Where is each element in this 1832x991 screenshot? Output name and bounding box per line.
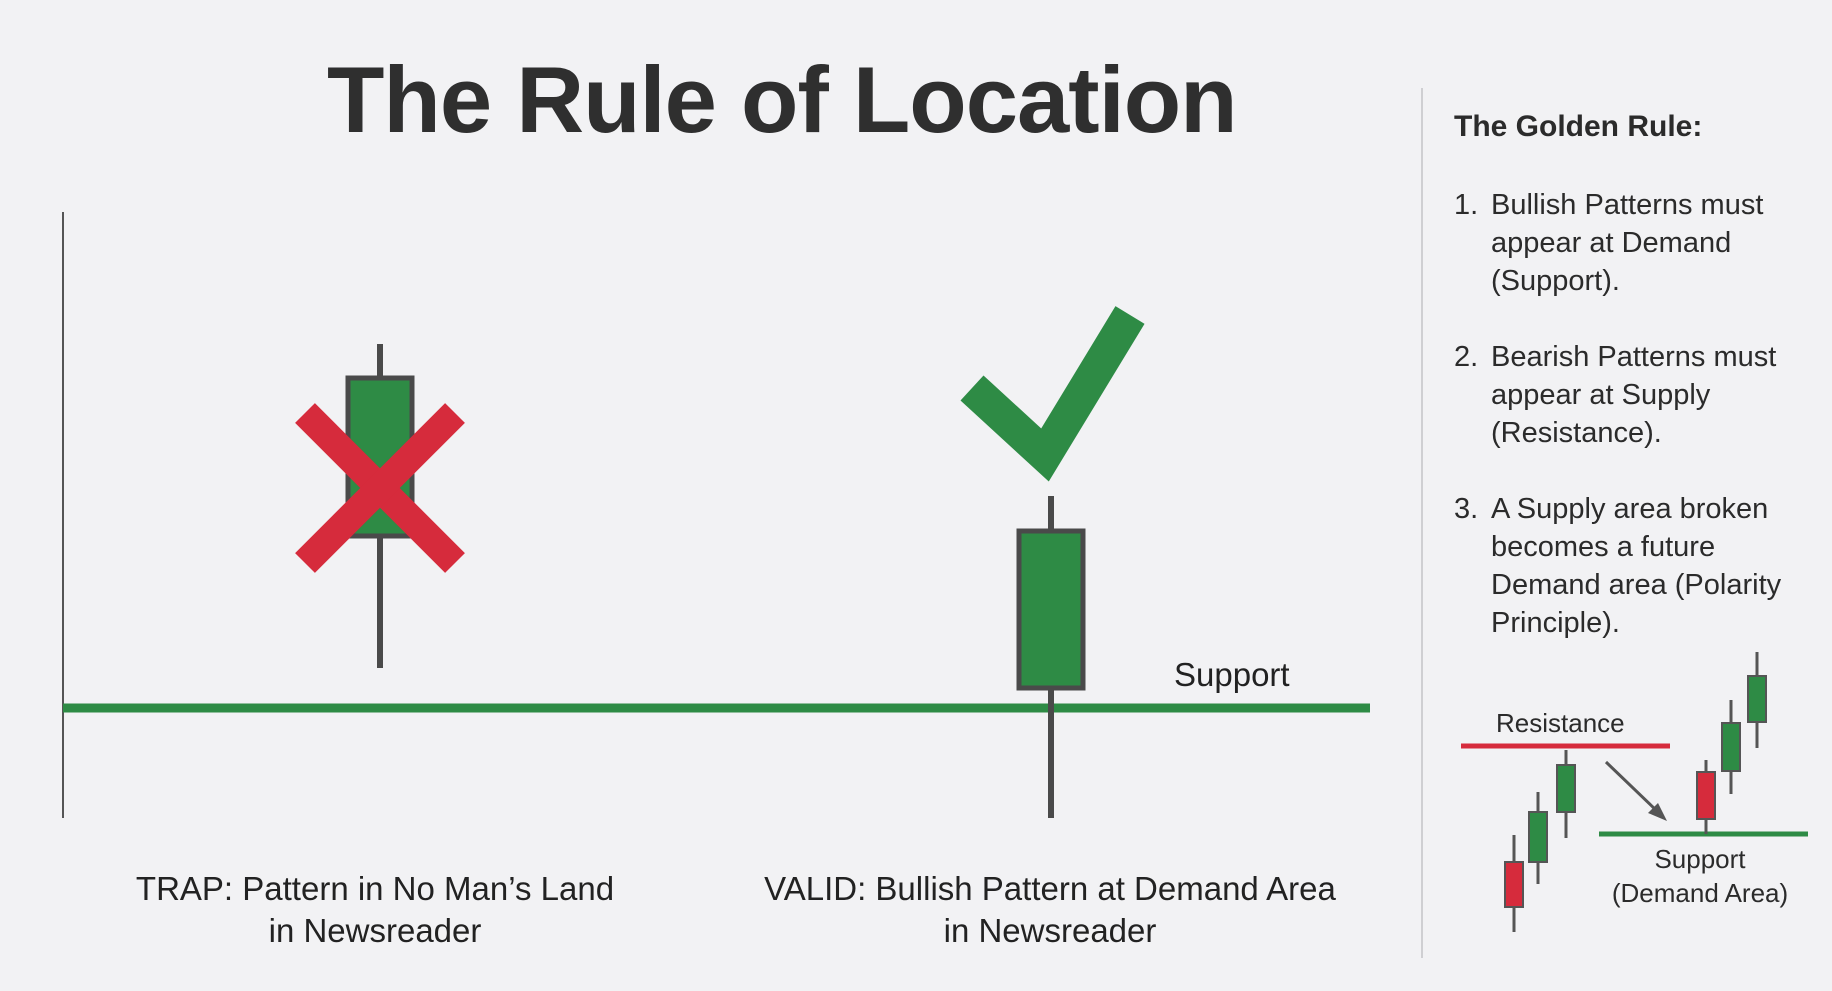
rule-item: 1. Bullish Patterns must appear at Deman… (1454, 189, 1764, 297)
mini-support-label: Support (Demand Area) (1611, 844, 1789, 908)
rule-item: 3. A Supply area broken becomes a future… (1454, 493, 1782, 639)
valid-candle (1016, 496, 1086, 818)
valid-caption: VALID: Bullish Pattern at Demand Area in… (764, 870, 1336, 949)
resistance-label: Resistance (1496, 708, 1625, 738)
rule-item: 2. Bearish Patterns must appear at Suppl… (1454, 341, 1777, 449)
panel-divider (1421, 88, 1423, 958)
arrow-icon (1604, 760, 1667, 821)
golden-rule-panel: The Golden Rule: 1. Bullish Patterns mus… (1454, 110, 1824, 680)
mini-polarity-chart (1461, 652, 1808, 932)
page-title: The Rule of Location (327, 47, 1238, 152)
support-label: Support (1174, 656, 1290, 693)
trap-caption: TRAP: Pattern in No Man’s Land in Newsre… (135, 870, 615, 949)
x-mark-icon (295, 403, 465, 573)
check-mark-icon (960, 306, 1145, 482)
panel-title: The Golden Rule: (1454, 110, 1703, 143)
